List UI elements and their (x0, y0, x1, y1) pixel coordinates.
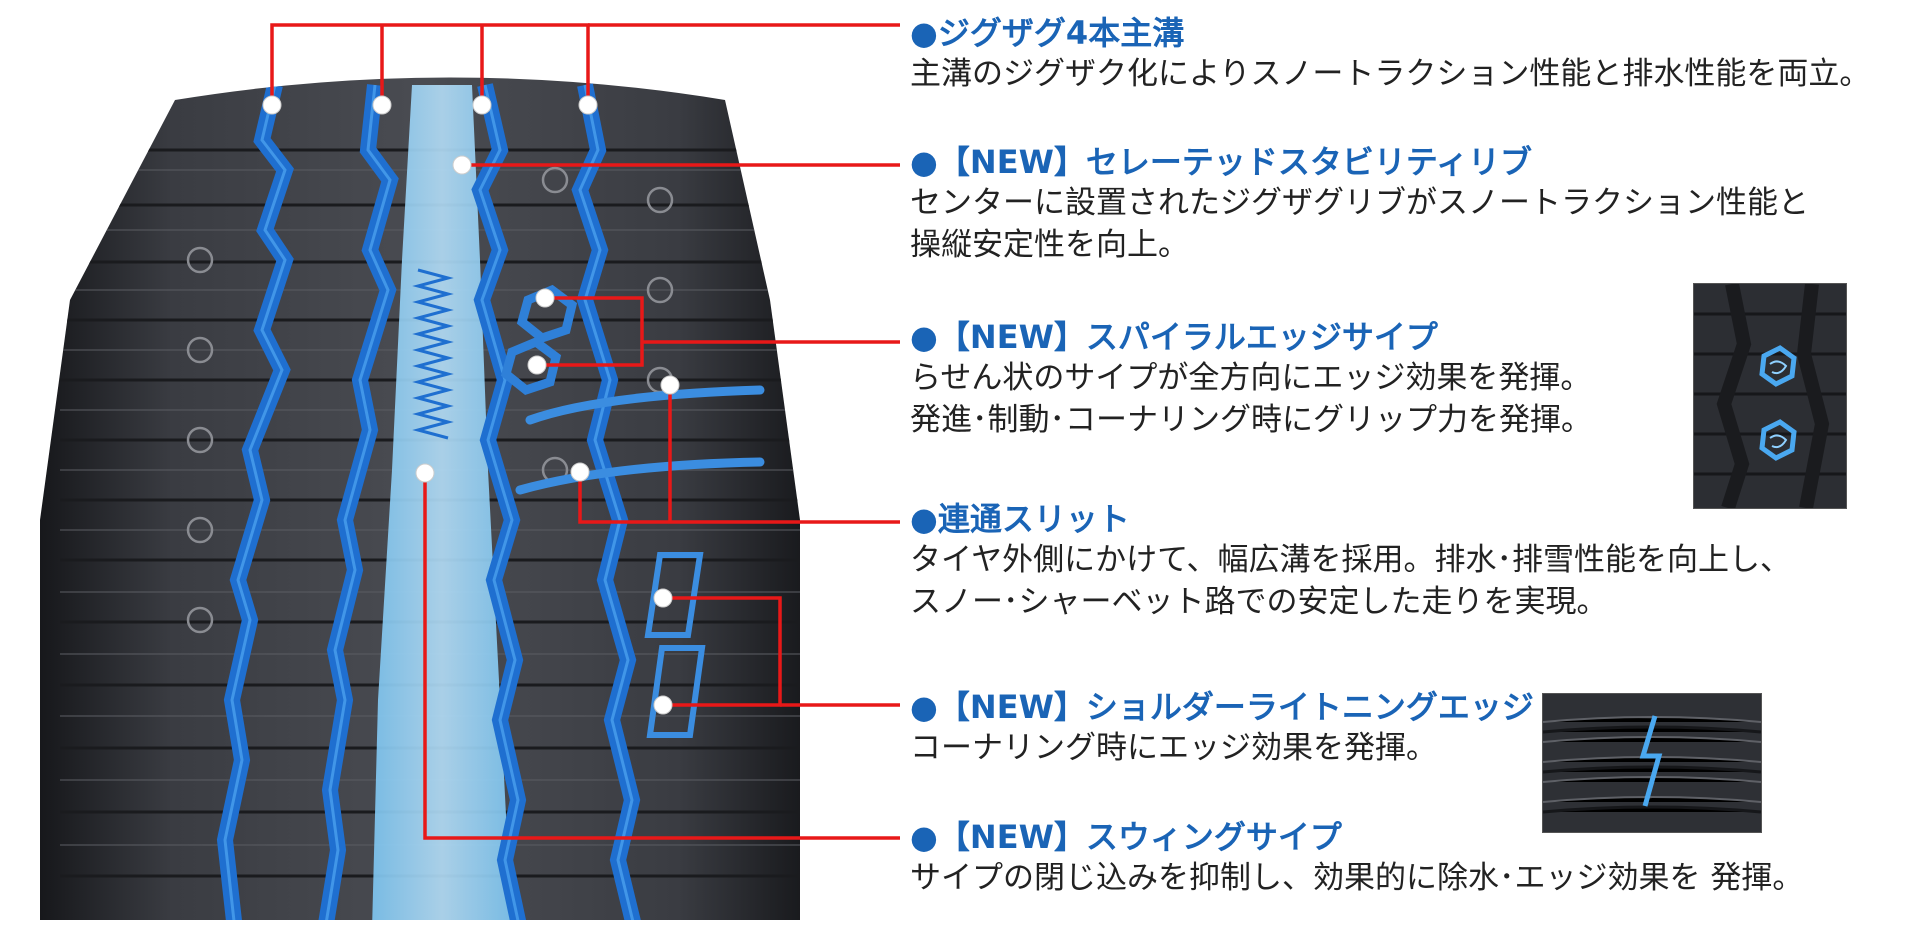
feature-zigzag-grooves: ●ジグザグ4本主溝 主溝のジグザク化によりスノートラクション性能と排水性能を両立… (910, 14, 1910, 94)
feature-title: ●ジグザグ4本主溝 (910, 14, 1185, 52)
spiral-sipe-closeup-image (1693, 283, 1847, 509)
feature-description: スノー･シャーベット路での安定した走りを実現。 (910, 584, 1608, 620)
feature-description: サイプの閉じ込みを抑制し、効果的に除水･エッジ効果を 発揮。 (910, 860, 1804, 896)
tire-tread-image (40, 23, 900, 920)
feature-connected-slit: ●連通スリット タイヤ外側にかけて、幅広溝を採用。排水･排雪性能を向上し、 スノ… (910, 500, 1910, 622)
feature-title: ●連通スリット (910, 500, 1130, 538)
lightning-edge-closeup-image (1542, 693, 1762, 833)
feature-description: タイヤ外側にかけて、幅広溝を採用。排水･排雪性能を向上し、 (910, 542, 1792, 578)
feature-title: ●【NEW】ショルダーライトニングエッジ (910, 688, 1534, 726)
feature-description: 発進･制動･コーナリング時にグリップ力を発揮。 (910, 402, 1592, 438)
feature-description: らせん状のサイプが全方向にエッジ効果を発揮。 (910, 360, 1592, 396)
feature-description: 主溝のジグザク化によりスノートラクション性能と排水性能を両立。 (910, 56, 1871, 92)
feature-description: コーナリング時にエッジ効果を発揮。 (910, 730, 1437, 766)
feature-spiral-edge-sipe: ●【NEW】スパイラルエッジサイプ らせん状のサイプが全方向にエッジ効果を発揮。… (910, 318, 1910, 440)
feature-serrated-stability-rib: ●【NEW】セレーテッドスタビリティリブ センターに設置されたジグザグリブがスノ… (910, 143, 1910, 265)
feature-title: ●【NEW】セレーテッドスタビリティリブ (910, 143, 1532, 181)
feature-title: ●【NEW】スパイラルエッジサイプ (910, 318, 1438, 356)
feature-title: ●【NEW】スウィングサイプ (910, 818, 1342, 856)
feature-shoulder-lightning-edge: ●【NEW】ショルダーライトニングエッジ コーナリング時にエッジ効果を発揮。 (910, 688, 1910, 768)
feature-swing-sipe: ●【NEW】スウィングサイプ サイプの閉じ込みを抑制し、効果的に除水･エッジ効果… (910, 818, 1910, 898)
feature-description: センターに設置されたジグザグリブがスノートラクション性能と (910, 185, 1809, 221)
feature-description: 操縦安定性を向上。 (910, 227, 1189, 263)
